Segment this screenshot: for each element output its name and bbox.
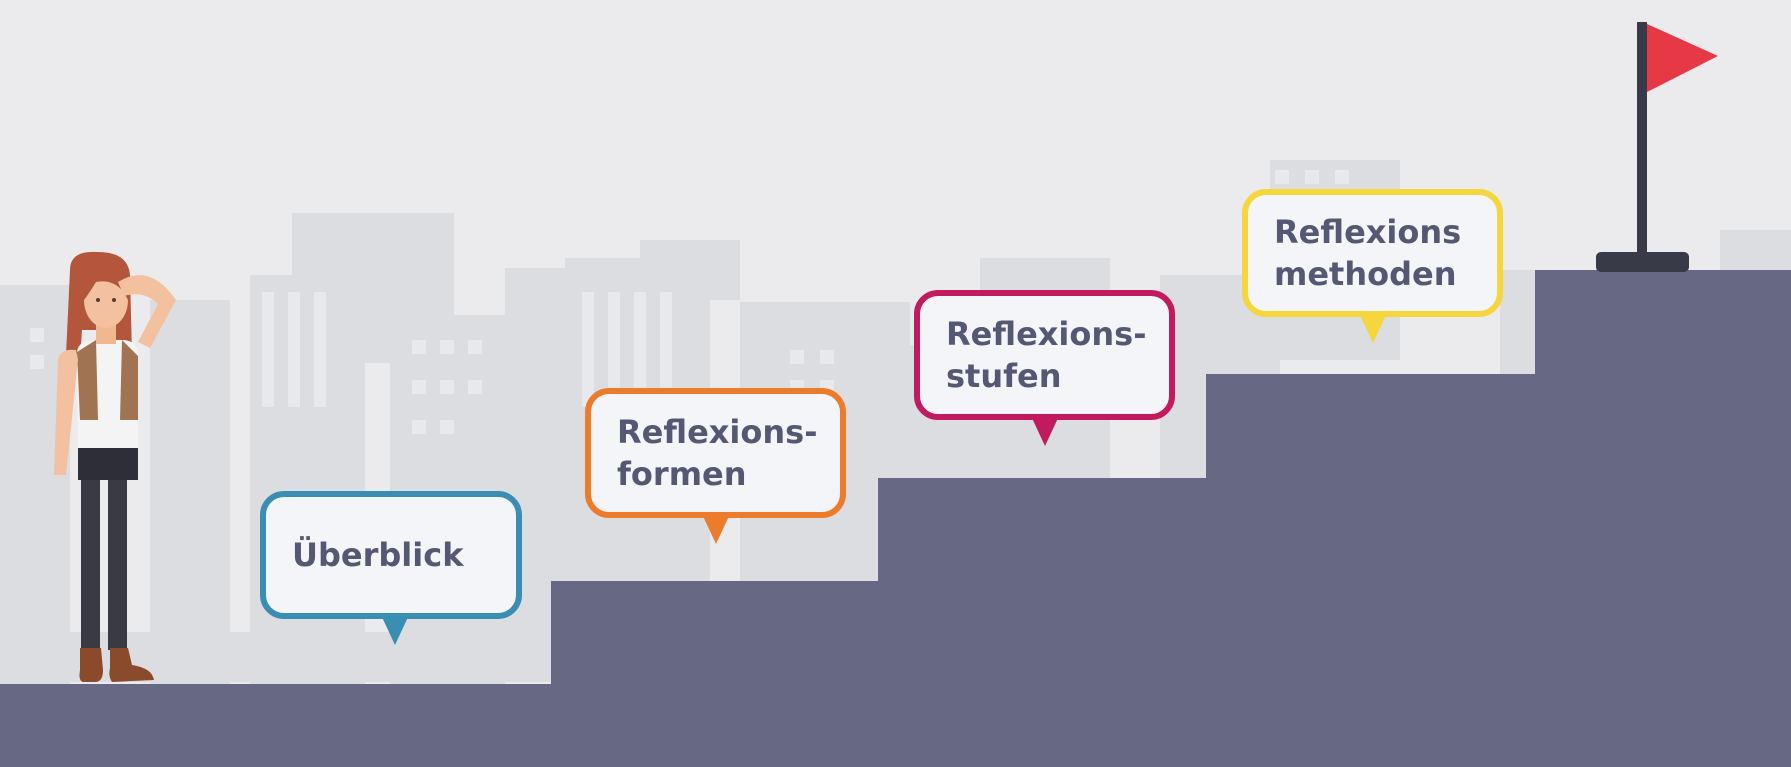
step-bubble-ueberblick: Überblick bbox=[260, 491, 522, 645]
step-label-line: Überblick bbox=[292, 536, 464, 574]
step-bubble-reflexionsformen: Reflexions- formen bbox=[585, 388, 846, 544]
bubble-tail bbox=[381, 615, 409, 645]
bubble-tail bbox=[701, 514, 730, 544]
bubble-tail bbox=[1358, 313, 1387, 343]
step-label-line: Reflexions- bbox=[617, 413, 818, 451]
step-label-line: formen bbox=[617, 455, 747, 493]
step-bubble-reflexionsstufen: Reflexions- stufen bbox=[914, 290, 1175, 446]
step-label-line: methoden bbox=[1274, 255, 1457, 293]
step-label-line: stufen bbox=[946, 357, 1062, 395]
step-label-line: Reflexions bbox=[1274, 213, 1462, 251]
step-bubble-reflexionsmethoden: Reflexions methoden bbox=[1242, 189, 1503, 343]
bubble-tail bbox=[1030, 416, 1059, 446]
step-label-line: Reflexions- bbox=[946, 315, 1147, 353]
